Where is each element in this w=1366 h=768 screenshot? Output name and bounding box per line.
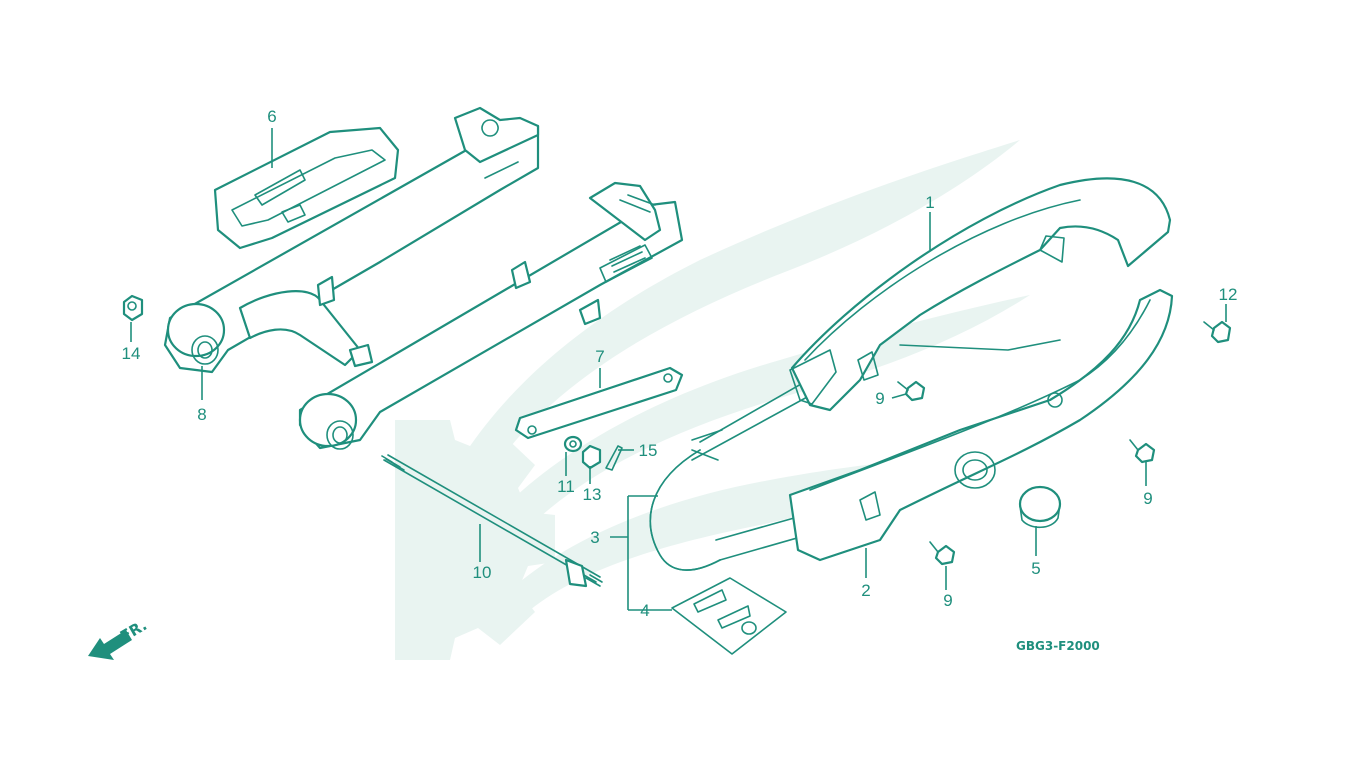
bolt (897, 380, 926, 402)
washer (563, 435, 583, 453)
callout-5: 5 (1031, 559, 1040, 578)
front-direction-arrow: FR. (88, 616, 150, 660)
callout-15: 15 (639, 441, 658, 460)
callout-2: 2 (861, 581, 870, 600)
callout-10: 10 (473, 563, 492, 582)
adjuster-plate (514, 366, 684, 440)
axle-bolt (381, 454, 603, 588)
callout-14: 14 (122, 344, 141, 363)
leader-lines (130, 128, 1227, 611)
bolt (1203, 320, 1232, 344)
master-link (671, 577, 787, 655)
callout-3: 3 (590, 528, 599, 547)
callout-6: 6 (267, 107, 276, 126)
castle-nut (581, 444, 602, 470)
callout-13: 13 (583, 485, 602, 504)
chain-case-upper (789, 177, 1172, 412)
callout-8: 8 (197, 405, 206, 424)
cotter-pin (605, 445, 623, 471)
callout-9: 9 (875, 389, 884, 408)
callout-4: 4 (640, 601, 649, 620)
callout-7: 7 (595, 347, 604, 366)
callouts: 1 2 3 4 5 6 7 8 9 9 9 10 11 12 13 14 15 (122, 107, 1238, 620)
callout-11: 11 (557, 477, 575, 496)
bolt (1129, 439, 1156, 464)
callout-9: 9 (943, 591, 952, 610)
nut (122, 294, 144, 322)
inspection-cap (1018, 485, 1062, 529)
callout-1: 1 (925, 193, 934, 212)
watermark-wing-logo (395, 140, 1030, 660)
swing-arm (163, 106, 684, 450)
chain-slider (213, 126, 400, 250)
callout-9: 9 (1143, 489, 1152, 508)
figure-code: GBG3-F2000 (1016, 639, 1100, 653)
bolt (929, 541, 956, 566)
callout-12: 12 (1219, 285, 1238, 304)
chain-case-lower (788, 288, 1174, 562)
